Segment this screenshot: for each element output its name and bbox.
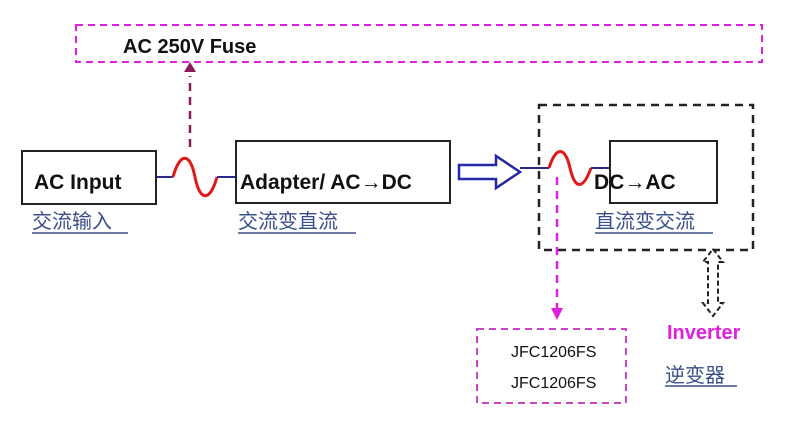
- part-number-pointer: [551, 177, 563, 320]
- flow-arrow-icon: [457, 153, 549, 191]
- part-number-arrowhead: [551, 308, 563, 320]
- adapter-box: [235, 140, 451, 204]
- dc-ac-caption[interactable]: 直流变交流: [595, 209, 695, 233]
- dc-ac-box: [609, 140, 718, 204]
- block-adapter: Adapter/ AC→DC 交流变直流: [235, 140, 451, 234]
- inverter-caption[interactable]: 逆变器: [665, 363, 725, 387]
- double-arrow-shape: [700, 247, 726, 318]
- part-number-2: JFC1206FS: [511, 375, 596, 392]
- inverter-label: Inverter: [667, 322, 741, 344]
- hollow-arrow-shape: [457, 153, 523, 191]
- inverter-boundary-box: [537, 103, 755, 252]
- fuse-wave-icon: [171, 156, 219, 198]
- block-dc-ac: DC→AC 直流变交流: [594, 140, 718, 234]
- ac-input-box: [21, 150, 157, 205]
- adapter-label: Adapter/ AC→DC: [240, 171, 412, 194]
- fuse-wave-icon: [547, 150, 593, 186]
- part-number-1: JFC1206FS: [511, 344, 596, 361]
- fuse-note-pointer: [184, 62, 196, 147]
- ac-input-label: AC Input: [34, 171, 121, 194]
- dc-ac-label: DC→AC: [594, 171, 676, 194]
- fuse-note-label: AC 250V Fuse: [123, 36, 256, 58]
- part-number-box: JFC1206FS JFC1206FS: [476, 328, 627, 404]
- fuse-1: [157, 156, 240, 198]
- inverter-label-group: Inverter 逆变器: [665, 322, 741, 387]
- fuse-2: [547, 150, 611, 186]
- adapter-caption[interactable]: 交流变直流: [238, 209, 338, 233]
- fuse-note: AC 250V Fuse: [75, 24, 763, 63]
- ac-input-caption[interactable]: 交流输入: [32, 209, 112, 233]
- fuse-note-arrowhead: [184, 62, 196, 72]
- part-number-box-border: [476, 328, 627, 404]
- fuse-note-box: [75, 24, 763, 63]
- block-ac-input: AC Input 交流输入: [21, 150, 157, 234]
- double-arrow-icon: [700, 247, 726, 318]
